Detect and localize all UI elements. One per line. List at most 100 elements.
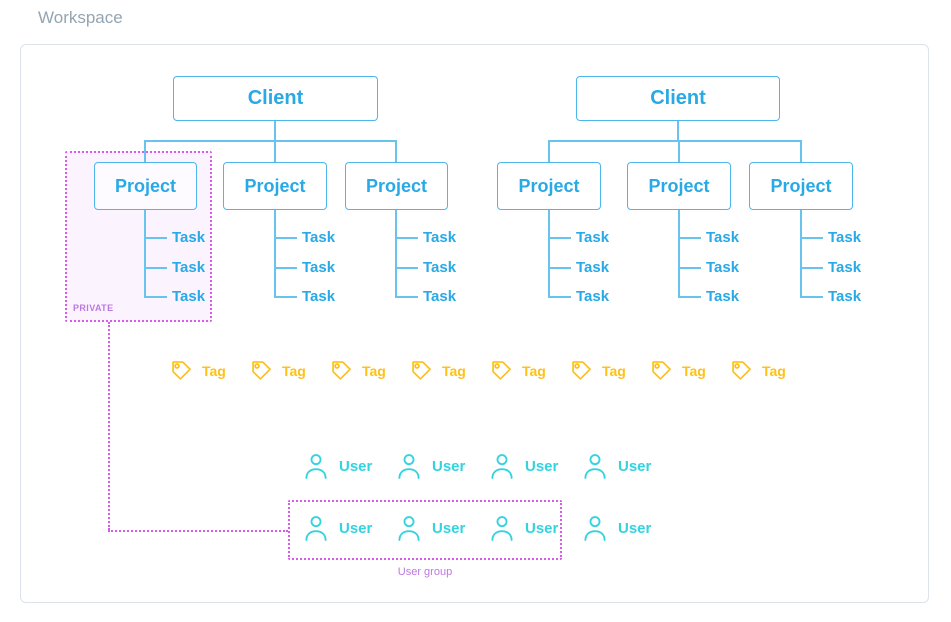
tag-icon (732, 361, 751, 380)
client-label: Client (247, 87, 304, 109)
project-label: Project (244, 175, 306, 196)
tag-label: Tag (282, 362, 306, 379)
connector-line (548, 237, 571, 239)
connector-line (800, 237, 823, 239)
connector-line (144, 237, 167, 239)
user-icon (305, 454, 327, 479)
project-box: Project (345, 162, 448, 210)
connector-line (274, 296, 297, 298)
task-label: Task (302, 259, 336, 276)
user-group-label: User group (397, 566, 453, 578)
user-item: User (579, 512, 651, 544)
connector-line (678, 210, 680, 298)
task-label: Task (828, 259, 862, 276)
client-box: Client (576, 76, 780, 121)
connector-line (548, 210, 550, 298)
tag-item: Tag (648, 357, 706, 384)
user-label: User (339, 457, 373, 475)
user-icon (584, 516, 606, 541)
tag-label: Tag (682, 362, 706, 379)
project-label: Project (648, 175, 710, 196)
connector-line (548, 267, 571, 269)
task-label: Task (706, 229, 740, 246)
task-label: Task (576, 288, 610, 305)
project-label: Project (114, 175, 177, 196)
user-label: User (618, 519, 652, 537)
connector-line (395, 237, 418, 239)
tag-item: Tag (168, 357, 226, 384)
user-item: User (393, 450, 465, 482)
task-label: Task (576, 259, 610, 276)
connector-line (144, 296, 167, 298)
project-box: Project (223, 162, 327, 210)
user-label: User (432, 519, 466, 537)
task-label: Task (423, 288, 457, 305)
task-label: Task (576, 229, 610, 246)
connector-line (395, 267, 418, 269)
user-item: User (486, 512, 558, 544)
task-label: Task (706, 259, 740, 276)
task-label: Task (828, 229, 862, 246)
user-item: User (486, 450, 558, 482)
tag-label: Tag (202, 362, 226, 379)
connector-line (677, 121, 679, 140)
tag-label: Tag (762, 362, 786, 379)
page-title: Workspace (38, 8, 123, 27)
user-item: User (579, 450, 651, 482)
workspace-frame (20, 44, 929, 603)
tag-item: Tag (568, 357, 626, 384)
user-label: User (618, 457, 652, 475)
task-label: Task (828, 288, 862, 305)
user-icon (398, 516, 420, 541)
connector-line (274, 210, 276, 298)
tag-icon (572, 361, 591, 380)
tag-item: Tag (328, 357, 386, 384)
private-group-connector-horizontal (108, 530, 288, 532)
connector-line (548, 296, 571, 298)
connector-line (800, 296, 823, 298)
connector-line (678, 296, 701, 298)
task-label: Task (172, 229, 206, 246)
connector-line (144, 267, 167, 269)
task-label: Task (172, 288, 206, 305)
tag-icon (172, 361, 191, 380)
private-badge: PRIVATE (73, 303, 114, 313)
task-label: Task (302, 288, 336, 305)
tag-label: Tag (442, 362, 466, 379)
connector-line (678, 237, 701, 239)
user-label: User (339, 519, 373, 537)
task-label: Task (706, 288, 740, 305)
tag-item: Tag (248, 357, 306, 384)
tag-icon (652, 361, 671, 380)
user-icon (584, 454, 606, 479)
connector-line (144, 140, 146, 162)
tag-icon (252, 361, 271, 380)
task-label: Task (423, 259, 457, 276)
user-item: User (300, 450, 372, 482)
task-label: Task (302, 229, 336, 246)
user-item: User (300, 512, 372, 544)
project-box: Project (749, 162, 853, 210)
project-label: Project (365, 175, 428, 196)
user-label: User (525, 519, 559, 537)
project-box: Project (497, 162, 601, 210)
connector-line (548, 140, 550, 162)
project-label: Project (770, 175, 832, 196)
user-label: User (525, 457, 559, 475)
tag-icon (412, 361, 431, 380)
connector-line (800, 267, 823, 269)
user-icon (491, 516, 513, 541)
tag-label: Tag (362, 362, 386, 379)
tag-item: Tag (408, 357, 466, 384)
tag-label: Tag (602, 362, 626, 379)
user-icon (491, 454, 513, 479)
user-icon (305, 516, 327, 541)
connector-line (274, 140, 276, 162)
connector-line (395, 210, 397, 298)
connector-line (678, 140, 680, 162)
tag-icon (332, 361, 351, 380)
project-label: Project (518, 175, 580, 196)
private-group-connector-vertical (108, 322, 110, 530)
user-item: User (393, 512, 465, 544)
tag-icon (492, 361, 511, 380)
